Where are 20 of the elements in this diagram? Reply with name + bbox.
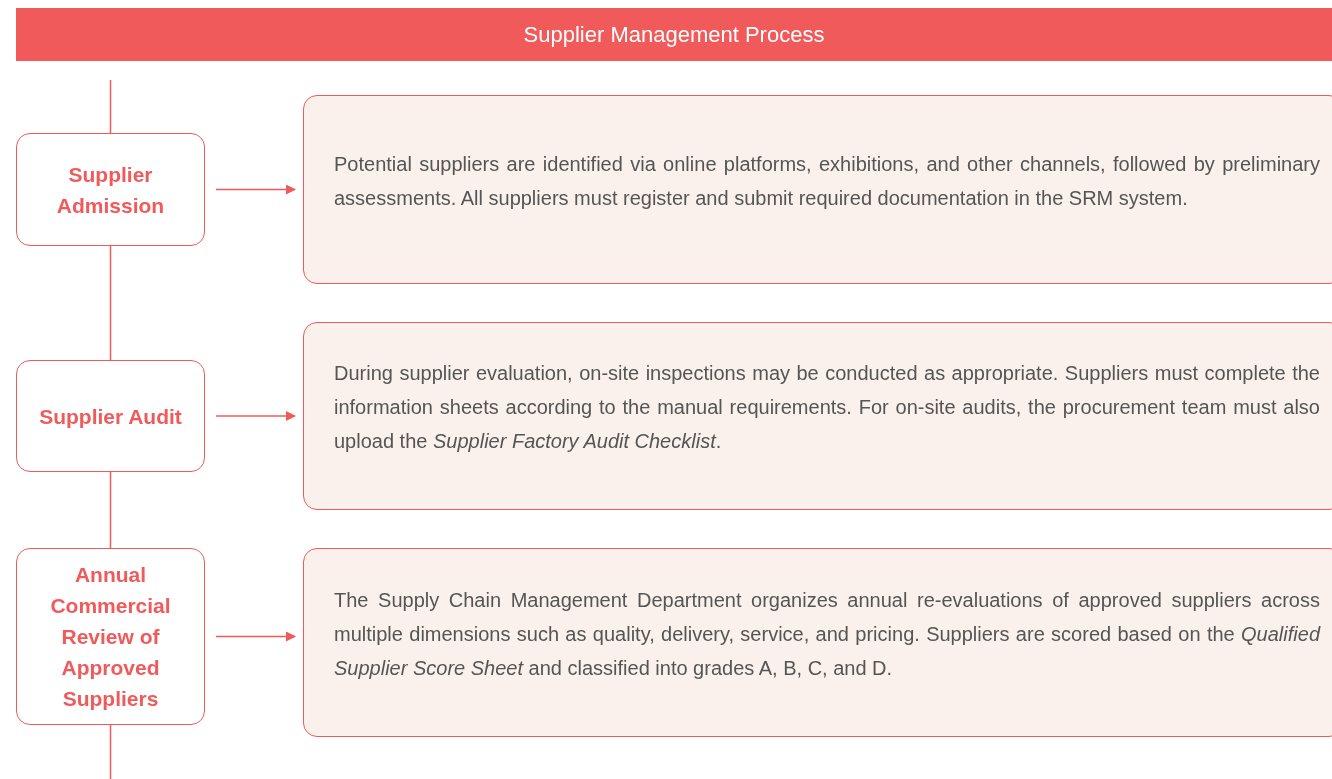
step-box (16, 548, 205, 725)
connector-line (109, 245, 112, 361)
step-box (16, 133, 205, 246)
step-label: Annual Commercial Review of Approved Suppliers (49, 562, 172, 712)
step-label: Supplier Audit (39, 403, 182, 430)
description-text: During supplier evaluation, on-site inspections may be conducted as appropriate. Suppliers must complete the information sheets according to the manual requirements. For on-site audits, the procurement team must also upload the Supplier Factory Audit Checklist. (334, 361, 1320, 454)
description-box (303, 322, 1332, 510)
connector-line (109, 724, 112, 779)
title: Supplier Management Process (523, 21, 825, 48)
description-box (303, 548, 1332, 737)
arrow (215, 631, 296, 642)
arrow (215, 411, 296, 421)
step-box (16, 360, 205, 472)
description-text: The Supply Chain Management Department organizes annual re-evaluations of approved suppliers across multiple dimensions such as quality, delivery, service, and pricing. Suppliers are scored based on the Qualified Supplier Score Sheet and classified into grades A, B, C, and D. (334, 587, 1320, 681)
connector-line (109, 471, 112, 549)
description-text: Potential suppliers are identified via online platforms, exhibitions, and other channels, followed by preliminary assessments. All suppliers must register and submit required documentation in the SRM system. (334, 151, 1320, 211)
connector-line (109, 79, 112, 134)
description-box (303, 95, 1332, 284)
step-label: Supplier Admission (55, 161, 166, 219)
arrow (215, 184, 296, 195)
